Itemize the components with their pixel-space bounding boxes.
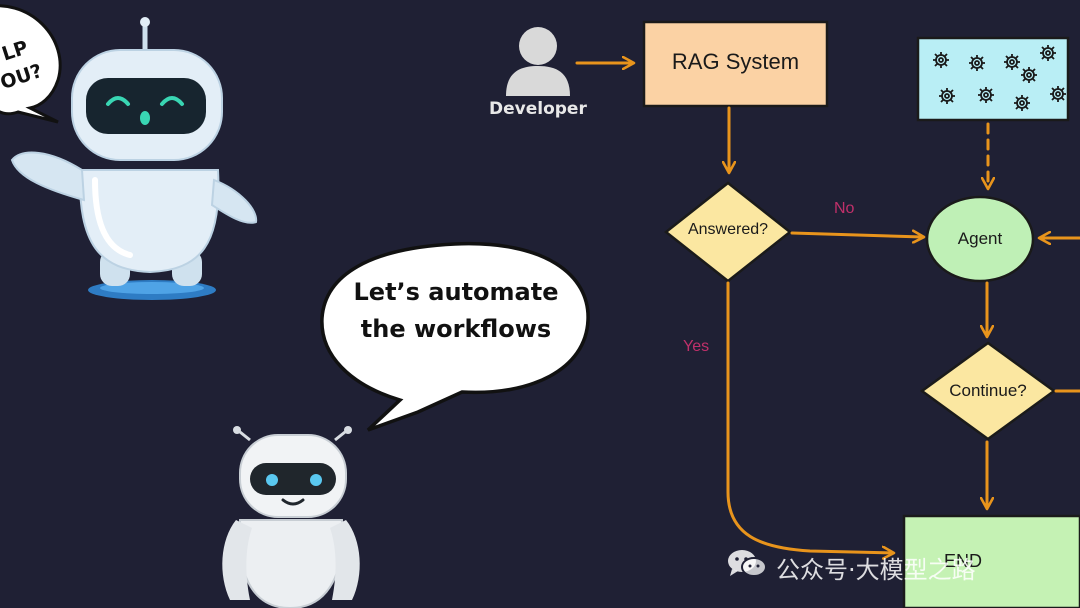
yes-edge-label: Yes xyxy=(683,338,710,355)
continue-decision-node xyxy=(919,341,1057,441)
upper-robot-illustration xyxy=(10,17,258,300)
right-speech-bubble xyxy=(320,241,590,432)
continue-label: Continue? xyxy=(949,381,1027,400)
speech-line2: the workflows xyxy=(360,315,552,343)
speech-line1: Let’s automate xyxy=(353,278,559,306)
lower-robot-illustration xyxy=(222,426,360,608)
tools-node xyxy=(916,36,1070,122)
agent-node xyxy=(925,195,1035,283)
no-edge-label: No xyxy=(834,200,855,217)
end-node xyxy=(902,514,1080,608)
agent-label: Agent xyxy=(957,229,1003,248)
rag-system-label: RAG System xyxy=(671,49,800,74)
watermark-text: 公众号·大模型之路 xyxy=(776,556,976,584)
answered-label: Answered? xyxy=(687,221,769,238)
rag-system-node xyxy=(642,20,829,108)
developer-label: Developer xyxy=(489,99,587,119)
answered-decision-node xyxy=(663,181,793,283)
user-icon xyxy=(506,27,570,96)
gear-icons xyxy=(933,45,1066,111)
answered-to-agent-arrow xyxy=(790,233,923,237)
left-speech-bubble xyxy=(0,4,62,124)
answered-to-end-arrow xyxy=(726,281,893,553)
end-label: END xyxy=(944,551,983,571)
wechat-icon xyxy=(726,548,768,580)
